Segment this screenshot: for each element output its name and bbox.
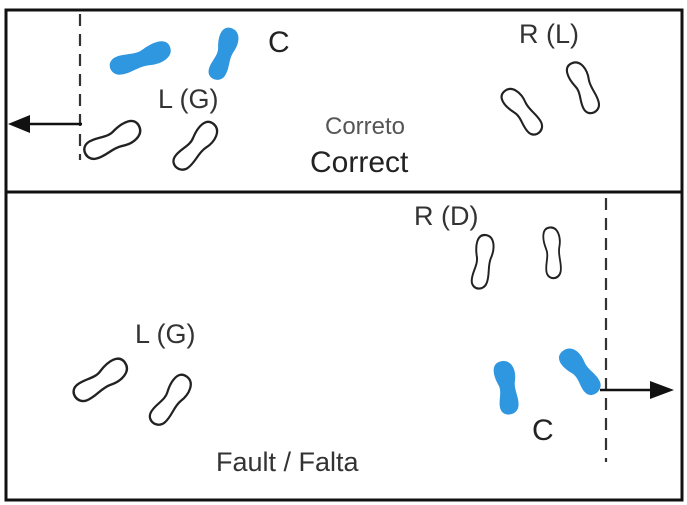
bottom-c-shoe-right [555,343,606,399]
bottom-l-shoe-right [145,370,197,431]
top-caption-english: Correct [310,146,409,179]
bottom-label-c: C [532,414,554,447]
bottom-c-shoe-left [492,359,522,416]
top-r-shoe-right [562,57,605,117]
bottom-r-shoe-left [469,232,497,291]
top-left-arrowhead [8,115,30,133]
top-r-shoe-left [497,83,549,139]
top-label-right-foot: R (L) [519,19,579,49]
bottom-label-left-foot: L (G) [135,319,196,349]
top-caption-portuguese: Correto [325,113,405,140]
top-label-c: C [268,26,290,59]
bottom-l-shoe-left [68,353,133,408]
bottom-label-right-foot: R (D) [414,201,478,231]
top-l-shoe-right [168,117,223,176]
bottom-caption: Fault / Falta [216,447,360,477]
top-l-shoe-left [79,116,146,166]
top-c-shoe-right [206,25,242,83]
bottom-right-arrowhead [650,381,674,399]
bottom-r-shoe-right [541,225,565,280]
top-label-left-foot: L (G) [158,84,219,114]
bottom-panel-frame [4,190,684,502]
top-c-shoe-left [107,38,174,80]
